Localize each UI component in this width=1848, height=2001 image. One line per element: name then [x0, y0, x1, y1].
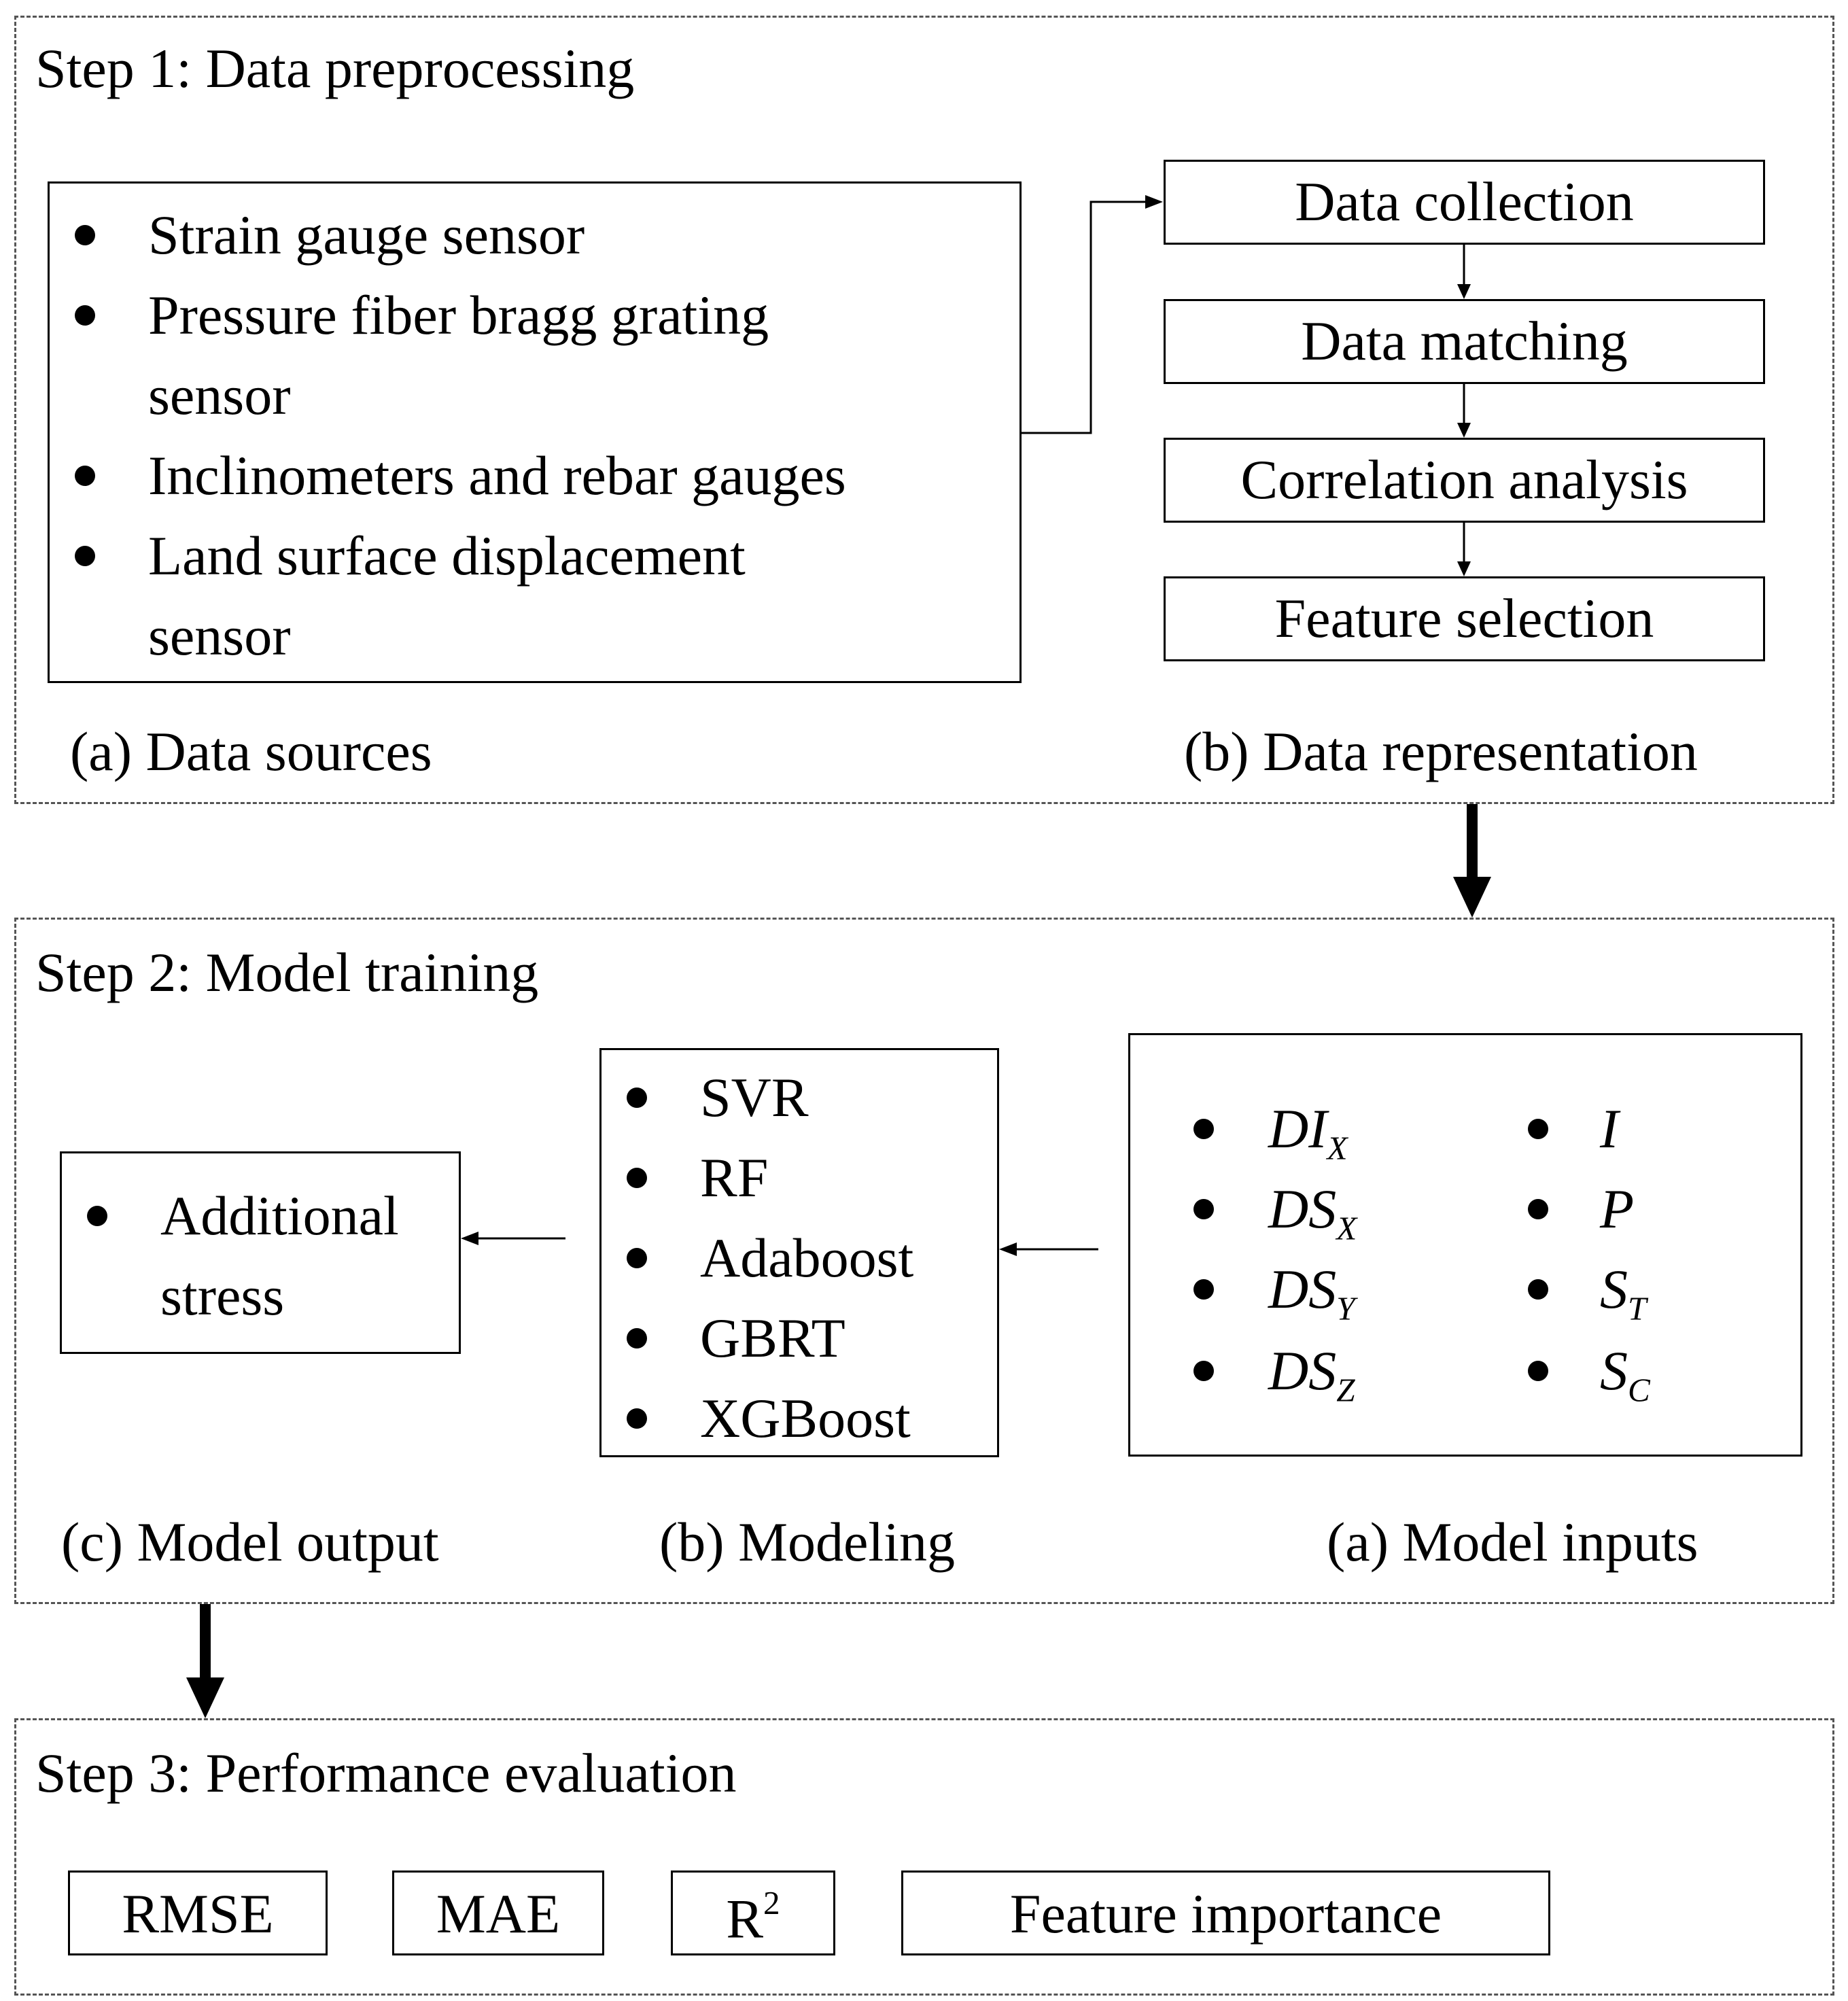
data-collection-label: Data collection: [1295, 171, 1634, 232]
input-variable: DSX: [1268, 1178, 1357, 1247]
input-variable: DIX: [1268, 1098, 1348, 1167]
model-inputs-caption: (a) Model inputs: [1327, 1511, 1698, 1573]
data-representation-caption: (b) Data representation: [1184, 720, 1698, 782]
data-sources-box: [48, 181, 1022, 683]
input-variable: DSZ: [1268, 1340, 1355, 1409]
data-source-item-continued: sensor: [148, 364, 291, 426]
bullet: [1193, 1361, 1214, 1381]
r-squared-box: R2: [671, 1870, 835, 1955]
arrowhead: [1457, 423, 1471, 438]
bullet: [627, 1408, 647, 1429]
step3-title: Step 3: Performance evaluation: [35, 1742, 737, 1804]
bullet: [627, 1328, 647, 1348]
mae-label: MAE: [436, 1883, 561, 1945]
bullet: [1528, 1119, 1548, 1139]
bullet: [627, 1088, 647, 1108]
feature-importance-box: Feature importance: [901, 1870, 1550, 1955]
input-variable: DSY: [1268, 1258, 1355, 1327]
model-inputs-box: [1128, 1033, 1802, 1457]
step1-title: Step 1: Data preprocessing: [35, 37, 635, 99]
step1-to-step2-arrow-shaft: [1467, 804, 1478, 879]
model-item: RF: [700, 1147, 769, 1208]
bullet: [75, 546, 95, 566]
model-output-caption: (c) Model output: [61, 1511, 439, 1573]
step2-title: Step 2: Model training: [35, 941, 539, 1003]
bullet: [1193, 1279, 1214, 1300]
model-item: XGBoost: [700, 1387, 911, 1449]
data-source-item: Land surface displacement: [148, 525, 746, 587]
feature-selection-box: Feature selection: [1164, 576, 1765, 661]
step2-panel: [14, 918, 1834, 1604]
input-variable: P: [1600, 1178, 1635, 1240]
feature-selection-label: Feature selection: [1274, 587, 1654, 649]
step1-panel: [14, 16, 1834, 804]
rmse-box: RMSE: [68, 1870, 328, 1955]
bullet: [1528, 1279, 1548, 1300]
arrowhead: [1145, 195, 1163, 209]
data-source-item-continued: sensor: [148, 605, 291, 667]
rmse-label: RMSE: [122, 1883, 274, 1945]
correlation-analysis-label: Correlation analysis: [1240, 449, 1688, 510]
feature-importance-label: Feature importance: [1009, 1883, 1442, 1945]
arrowhead: [999, 1242, 1017, 1256]
model-item: GBRT: [700, 1307, 845, 1369]
bullet: [75, 466, 95, 486]
bullet: [1193, 1119, 1214, 1139]
data-source-item: Strain gauge sensor: [148, 204, 585, 266]
output-item-continued: stress: [160, 1265, 285, 1327]
step1-to-step2-arrowhead: [1453, 877, 1491, 918]
output-item: Additional: [160, 1185, 399, 1247]
step3-panel: [14, 1718, 1834, 1996]
data-source-item: Pressure fiber bragg grating: [148, 284, 769, 346]
arrowhead: [461, 1232, 478, 1245]
r-squared-label: R2: [726, 1884, 780, 1950]
arrowhead: [1457, 284, 1471, 299]
correlation-analysis-box: Correlation analysis: [1164, 438, 1765, 523]
data-collection-box: Data collection: [1164, 160, 1765, 245]
bullet: [87, 1206, 107, 1226]
input-variable: SC: [1600, 1340, 1650, 1409]
data-source-item: Inclinometers and rebar gauges: [148, 445, 846, 506]
modeling-caption: (b) Modeling: [659, 1511, 955, 1573]
model-item: SVR: [700, 1066, 809, 1128]
model-output-box: [60, 1151, 461, 1354]
step2-to-step3-arrowhead: [186, 1677, 224, 1718]
data-matching-box: Data matching: [1164, 299, 1765, 384]
input-variable: ST: [1600, 1258, 1647, 1327]
data-matching-label: Data matching: [1301, 310, 1628, 372]
modeling-box: [599, 1048, 999, 1457]
bullet: [75, 225, 95, 245]
step2-to-step3-arrow-shaft: [200, 1604, 211, 1679]
data-sources-caption: (a) Data sources: [70, 720, 432, 782]
bullet: [1528, 1199, 1548, 1219]
bullet: [627, 1168, 647, 1188]
input-variable: I: [1600, 1098, 1619, 1160]
mae-box: MAE: [392, 1870, 604, 1955]
model-item: Adaboost: [700, 1227, 914, 1289]
bullet: [1193, 1199, 1214, 1219]
sources-to-collection-connector: [1022, 201, 1149, 434]
bullet: [75, 305, 95, 326]
bullet: [1528, 1361, 1548, 1381]
arrowhead: [1457, 561, 1471, 576]
bullet: [627, 1248, 647, 1268]
